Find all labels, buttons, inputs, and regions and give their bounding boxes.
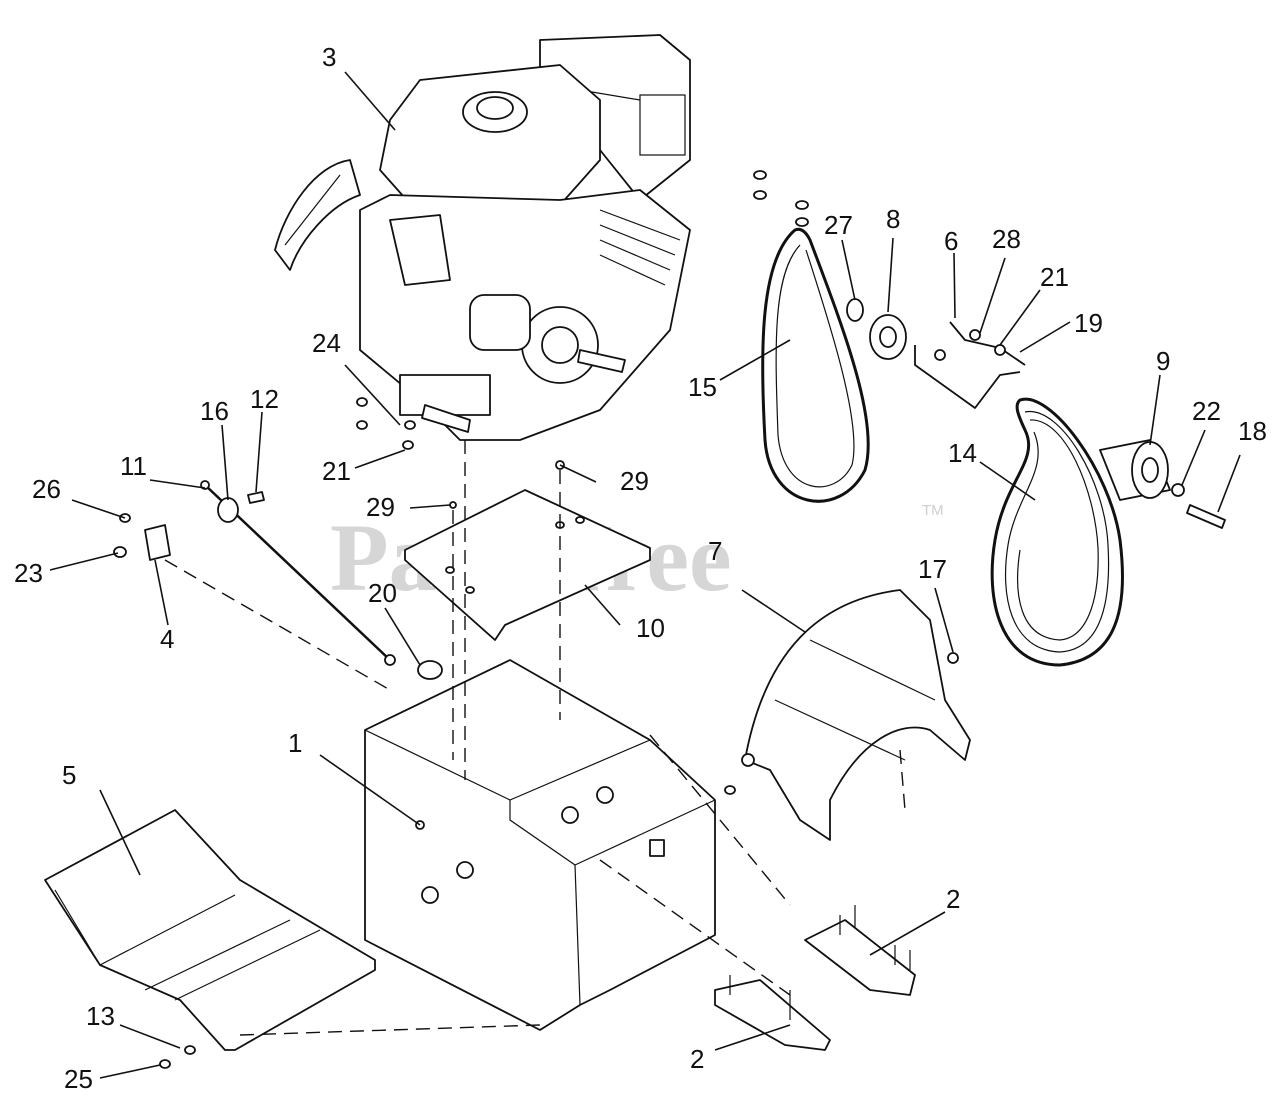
callout-25[interactable]: 25 xyxy=(64,1064,93,1094)
callout-17[interactable]: 17 xyxy=(918,554,947,584)
callout-8[interactable]: 8 xyxy=(886,204,900,234)
washer-22[interactable] xyxy=(1171,483,1185,497)
callout-29-left[interactable]: 29 xyxy=(366,492,395,522)
callout-11[interactable]: 11 xyxy=(120,451,147,481)
bolt-18[interactable] xyxy=(1186,504,1226,529)
callout-26[interactable]: 26 xyxy=(32,474,61,504)
callout-21-right[interactable]: 21 xyxy=(1040,262,1069,292)
pulley-8[interactable] xyxy=(869,314,907,360)
belt-large[interactable] xyxy=(990,397,1124,667)
callout-16[interactable]: 16 xyxy=(200,396,229,426)
callout-2-lower[interactable]: 2 xyxy=(690,1044,704,1074)
assembly-lines xyxy=(164,440,906,1036)
engine[interactable] xyxy=(274,34,691,441)
cable-pulley-16[interactable] xyxy=(217,497,239,523)
callout-28[interactable]: 28 xyxy=(992,224,1021,254)
callout-19[interactable]: 19 xyxy=(1074,308,1103,338)
callout-10[interactable]: 10 xyxy=(636,613,665,643)
callout-27[interactable]: 27 xyxy=(824,210,853,240)
mounting-bracket-lower[interactable] xyxy=(714,975,831,1051)
callout-12[interactable]: 12 xyxy=(250,384,279,414)
callout-20[interactable]: 20 xyxy=(368,578,397,608)
callout-numbers: 3 24 21 16 12 11 26 23 4 29 29 10 20 1 5… xyxy=(14,42,1267,1094)
bolt-12[interactable] xyxy=(247,491,265,504)
callout-18[interactable]: 18 xyxy=(1238,416,1267,446)
callout-14[interactable]: 14 xyxy=(948,438,977,468)
idler-bracket[interactable] xyxy=(914,321,1026,409)
callout-7[interactable]: 7 xyxy=(708,536,722,566)
hardware-small xyxy=(113,397,736,1069)
callout-24[interactable]: 24 xyxy=(312,328,341,358)
belt-small[interactable] xyxy=(761,227,870,503)
callout-3[interactable]: 3 xyxy=(322,42,336,72)
callout-23[interactable]: 23 xyxy=(14,558,43,588)
hex-nuts-top[interactable] xyxy=(753,170,809,227)
callout-22[interactable]: 22 xyxy=(1192,396,1221,426)
watermark-trademark: TM xyxy=(922,502,944,519)
belt-cover[interactable] xyxy=(741,589,971,841)
skid-plate[interactable] xyxy=(44,809,376,1051)
callout-15[interactable]: 15 xyxy=(688,372,717,402)
callout-9[interactable]: 9 xyxy=(1156,346,1170,376)
callout-29-right[interactable]: 29 xyxy=(620,466,649,496)
frame[interactable] xyxy=(364,659,716,1031)
callout-4[interactable]: 4 xyxy=(160,624,174,654)
callout-1[interactable]: 1 xyxy=(288,728,302,758)
control-bracket[interactable] xyxy=(144,524,171,561)
grommet-20[interactable] xyxy=(417,660,443,680)
callout-21-left[interactable]: 21 xyxy=(322,456,351,486)
callout-5[interactable]: 5 xyxy=(62,760,76,790)
callout-6[interactable]: 6 xyxy=(944,226,958,256)
callout-13[interactable]: 13 xyxy=(86,1001,115,1031)
callout-2-upper[interactable]: 2 xyxy=(946,884,960,914)
engine-mount-plate[interactable] xyxy=(404,489,651,641)
pulley-9[interactable] xyxy=(1099,439,1171,501)
mounting-bracket-upper[interactable] xyxy=(804,905,916,996)
bearing-27[interactable] xyxy=(846,298,864,322)
leader-lines xyxy=(49,71,1241,1079)
